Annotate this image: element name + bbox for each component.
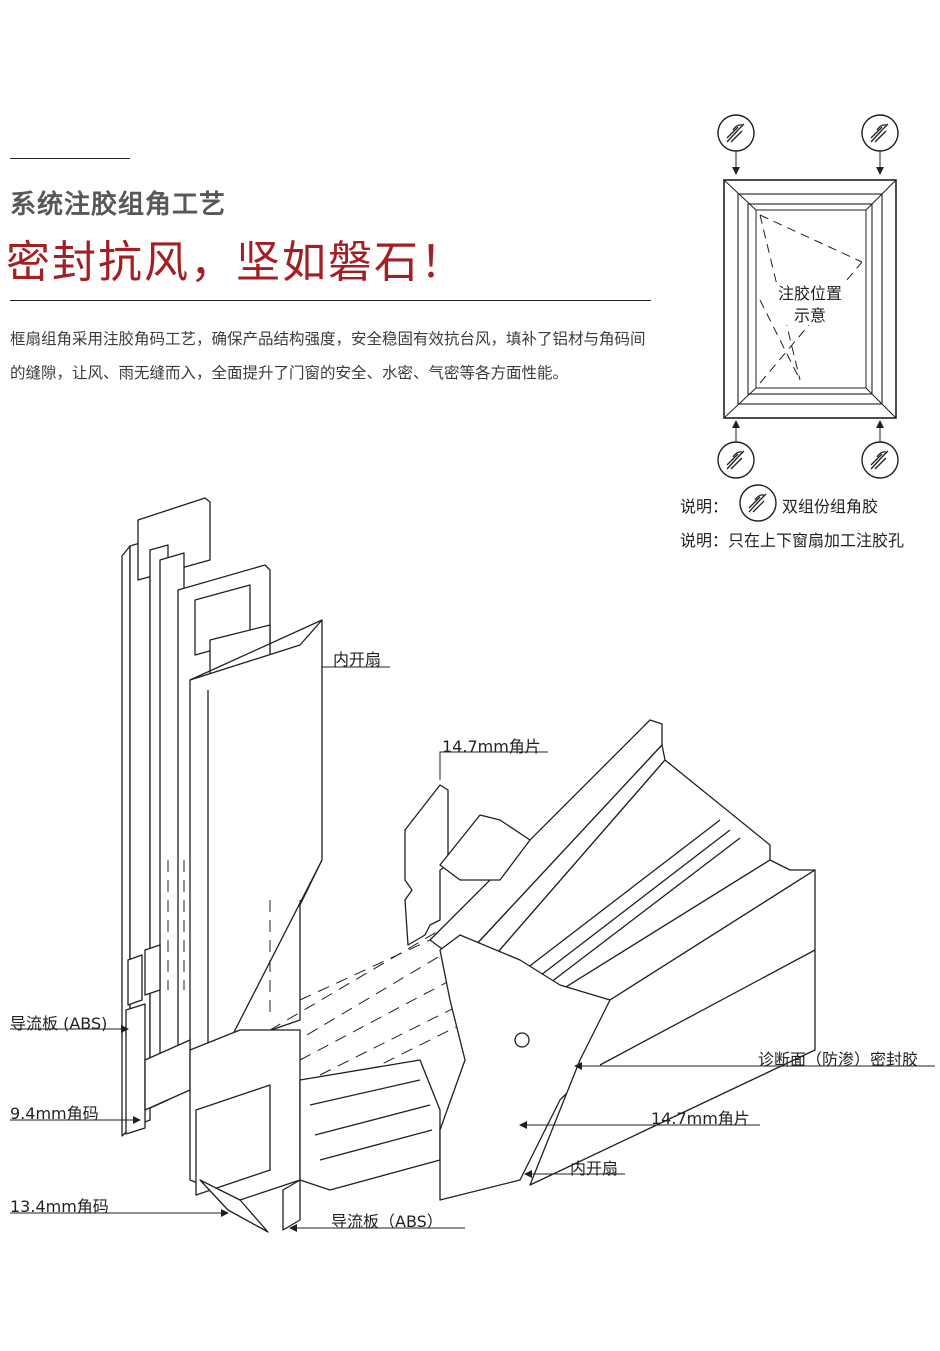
glue-injection-icon xyxy=(717,114,755,152)
leader-lines xyxy=(10,620,935,1232)
divider-rule xyxy=(10,300,651,301)
glue-injection-icon xyxy=(861,441,899,479)
assembly-guide-lines xyxy=(129,860,511,1091)
label-deflector-bottom: 导流板（ABS） xyxy=(331,1212,443,1231)
glue-position-label-1: 注胶位置 xyxy=(778,284,842,303)
frame-diagram xyxy=(723,179,897,419)
label-seal-glue: 诊断面（防渗）密封胶 xyxy=(758,1050,919,1069)
top-rule xyxy=(10,158,130,159)
label-corner-piece-right: 14.7mm角片 xyxy=(651,1109,750,1128)
corner-piece-top xyxy=(404,784,531,946)
note-2: 说明：只在上下窗扇加工注胶孔 xyxy=(680,531,905,550)
glue-position-label-2: 示意 xyxy=(794,306,826,325)
glue-injection-icon xyxy=(861,114,899,152)
label-corner-code-9-4: 9.4mm角码 xyxy=(10,1104,99,1123)
label-corner-piece-top: 14.7mm角片 xyxy=(442,737,541,756)
section-headline: 密封抗风，坚如磐石！ xyxy=(6,237,466,288)
label-corner-code-13-4: 13.4mm角码 xyxy=(10,1197,109,1216)
label-inner-sash-top: 内开扇 xyxy=(333,650,382,669)
glue-injection-icon xyxy=(717,441,755,479)
description-text: 框扇组角采用注胶角码工艺，确保产品结构强度，安全稳固有效抗台风，填补了铝材与角码… xyxy=(10,330,646,382)
glue-injection-icon xyxy=(739,484,777,522)
note-1-text: 双组份组角胶 xyxy=(782,497,879,516)
horizontal-sash-profile xyxy=(429,719,816,1201)
note-1-prefix: 说明： xyxy=(680,497,729,516)
section-subtitle: 系统注胶组角工艺 xyxy=(10,190,227,220)
label-deflector-left: 导流板 (ABS) xyxy=(10,1014,108,1033)
left-corner-assembly xyxy=(125,944,441,1233)
label-inner-sash-bottom: 内开扇 xyxy=(570,1159,619,1178)
